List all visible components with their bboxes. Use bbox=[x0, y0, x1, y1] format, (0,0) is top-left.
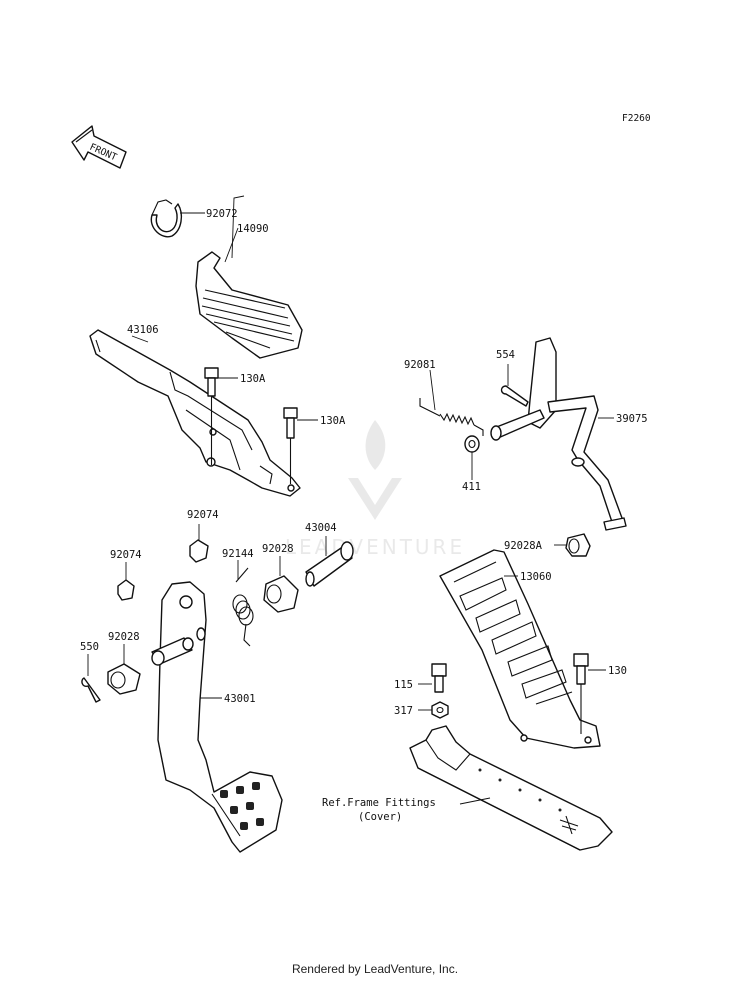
part-bolt-115: 115 bbox=[394, 663, 447, 693]
callout-13060: 13060 bbox=[520, 571, 552, 583]
part-bushing-92028A: 92028A bbox=[504, 533, 591, 557]
part-clamp-92072: 92072 bbox=[150, 199, 238, 238]
callout-550: 550 bbox=[80, 641, 99, 653]
callout-115: 115 bbox=[394, 679, 413, 691]
callout-43001: 43001 bbox=[224, 693, 256, 705]
part-lever-43106: 43106 bbox=[89, 324, 301, 497]
part-bolt-130: 130 bbox=[573, 653, 627, 734]
part-bushing-92028-b: 92028 bbox=[107, 631, 141, 695]
callout-14090: 14090 bbox=[237, 223, 269, 235]
part-bushing-92074-b: 92074 bbox=[110, 549, 142, 601]
part-bolt-130A-2: 130A bbox=[283, 407, 346, 484]
part-pin-43004: 43004 bbox=[305, 522, 354, 587]
callout-554: 554 bbox=[496, 349, 515, 361]
part-boot-14090: 14090 bbox=[195, 195, 303, 359]
callout-411: 411 bbox=[462, 481, 481, 493]
part-pedal-13060: 13060 bbox=[439, 549, 601, 749]
callout-39075: 39075 bbox=[616, 413, 648, 425]
part-pedal-43001: 43001 bbox=[151, 581, 283, 853]
part-washer-411: 411 bbox=[462, 435, 481, 493]
callout-92144: 92144 bbox=[222, 548, 254, 560]
callout-317: 317 bbox=[394, 705, 413, 717]
callout-ref-frame-line1: Ref.Frame Fittings bbox=[322, 797, 436, 809]
part-nut-317: 317 bbox=[394, 701, 449, 719]
part-frame-cover: Ref.Frame Fittings (Cover) bbox=[322, 725, 613, 851]
part-spring-92081: 92081 bbox=[404, 359, 484, 436]
footer-credit: Rendered by LeadVenture, Inc. bbox=[291, 962, 459, 976]
part-bushing-92074-a: 92074 bbox=[187, 509, 219, 563]
callout-92081: 92081 bbox=[404, 359, 436, 371]
callout-130: 130 bbox=[608, 665, 627, 677]
part-pin-554: 554 bbox=[496, 349, 529, 407]
watermark-text: LEADVENTURE bbox=[285, 535, 465, 559]
diagram-code: F2260 bbox=[622, 113, 651, 124]
callout-92074-a: 92074 bbox=[187, 509, 219, 521]
part-shaft-39075: 39075 bbox=[490, 337, 648, 531]
part-bolt-130A-1: 130A bbox=[204, 367, 266, 465]
watermark-logo: LEADVENTURE bbox=[285, 420, 465, 559]
callout-92074-b: 92074 bbox=[110, 549, 142, 561]
callout-130A-2: 130A bbox=[320, 415, 346, 427]
part-spring-92144: 92144 bbox=[222, 548, 254, 647]
callout-92028-b: 92028 bbox=[108, 631, 140, 643]
callout-43004: 43004 bbox=[305, 522, 337, 534]
callout-130A-1: 130A bbox=[240, 373, 266, 385]
callout-ref-frame-line2: (Cover) bbox=[358, 811, 402, 823]
part-pin-550: 550 bbox=[80, 641, 101, 703]
callout-92072: 92072 bbox=[206, 208, 238, 220]
part-bushing-92028-a: 92028 bbox=[262, 543, 299, 613]
callout-43106: 43106 bbox=[127, 324, 159, 336]
callout-92028A: 92028A bbox=[504, 540, 543, 552]
front-arrow-icon: FRONT bbox=[71, 125, 127, 169]
callout-92028-a: 92028 bbox=[262, 543, 294, 555]
